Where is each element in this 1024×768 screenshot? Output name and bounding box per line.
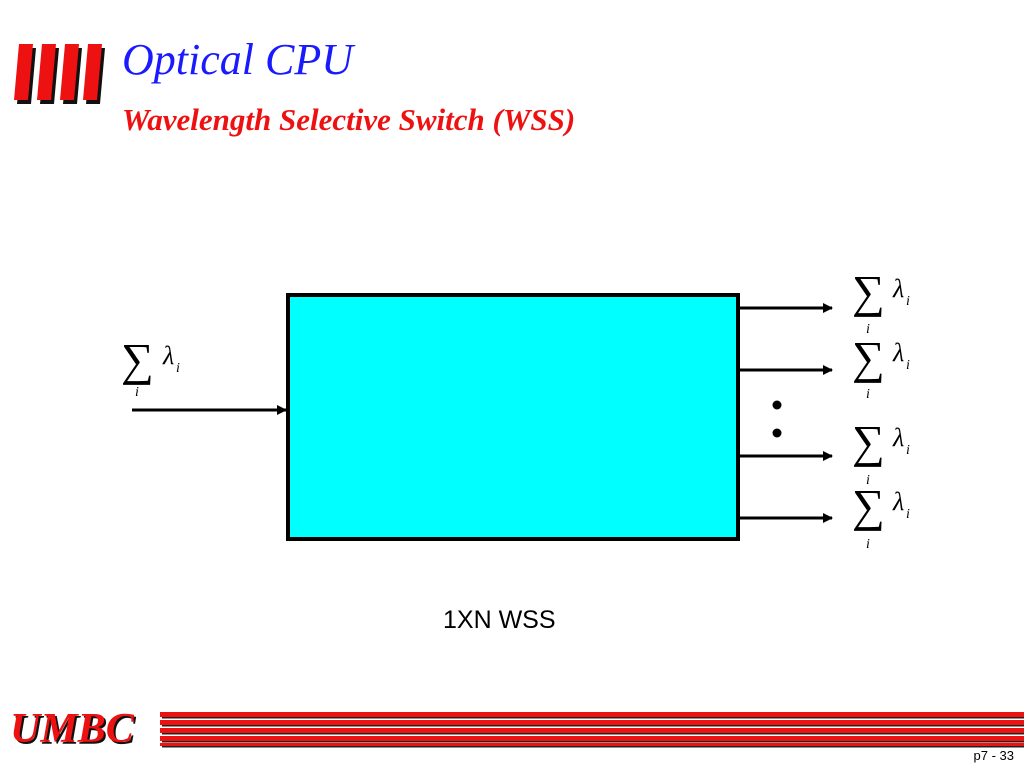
output-2-sum-symbol: ∑ bbox=[852, 332, 885, 383]
output-label-2: ∑ λ i i bbox=[852, 332, 910, 402]
header-logo-bars-icon bbox=[14, 44, 105, 104]
output-1-lambda-subscript: i bbox=[906, 294, 910, 309]
input-lambda-symbol: λ bbox=[162, 341, 174, 370]
page-number: p7 - 33 bbox=[973, 748, 1014, 763]
output-4-lambda-symbol: λ bbox=[892, 487, 904, 516]
output-4-sum-index: i bbox=[866, 537, 870, 552]
output-3-sum-symbol: ∑ bbox=[852, 416, 885, 467]
output-label-1: ∑ λ i i bbox=[852, 266, 910, 337]
ellipsis-dot-2 bbox=[772, 428, 782, 438]
output-2-lambda-subscript: i bbox=[906, 358, 910, 373]
output-1-sum-symbol: ∑ bbox=[852, 266, 885, 317]
output-1-sum-index: i bbox=[866, 322, 870, 337]
input-sum-index: i bbox=[135, 385, 139, 400]
output-2-sum-index: i bbox=[866, 387, 870, 402]
output-3-lambda-subscript: i bbox=[906, 443, 910, 458]
output-3-lambda-symbol: λ bbox=[892, 423, 904, 452]
input-sum-symbol: ∑ bbox=[121, 334, 154, 385]
output-3-sum-index: i bbox=[866, 473, 870, 488]
output-2-lambda-symbol: λ bbox=[892, 338, 904, 367]
output-label-3: ∑ λ i i bbox=[852, 416, 910, 488]
output-1-lambda-symbol: λ bbox=[892, 274, 904, 303]
input-label: ∑ λ i i bbox=[121, 334, 180, 400]
output-4-lambda-subscript: i bbox=[906, 507, 910, 522]
page-title: Optical CPU bbox=[122, 35, 353, 84]
diagram-caption: 1XN WSS bbox=[443, 606, 556, 634]
output-4-sum-symbol: ∑ bbox=[852, 480, 885, 531]
footer-logo: UMBC bbox=[10, 706, 134, 752]
input-lambda-subscript: i bbox=[176, 361, 180, 376]
footer-rule-lines bbox=[160, 712, 1024, 748]
wss-box bbox=[286, 293, 740, 541]
ellipsis-dot-1 bbox=[772, 400, 782, 410]
page-subtitle: Wavelength Selective Switch (WSS) bbox=[122, 102, 576, 137]
output-label-4: ∑ λ i i bbox=[852, 480, 910, 552]
